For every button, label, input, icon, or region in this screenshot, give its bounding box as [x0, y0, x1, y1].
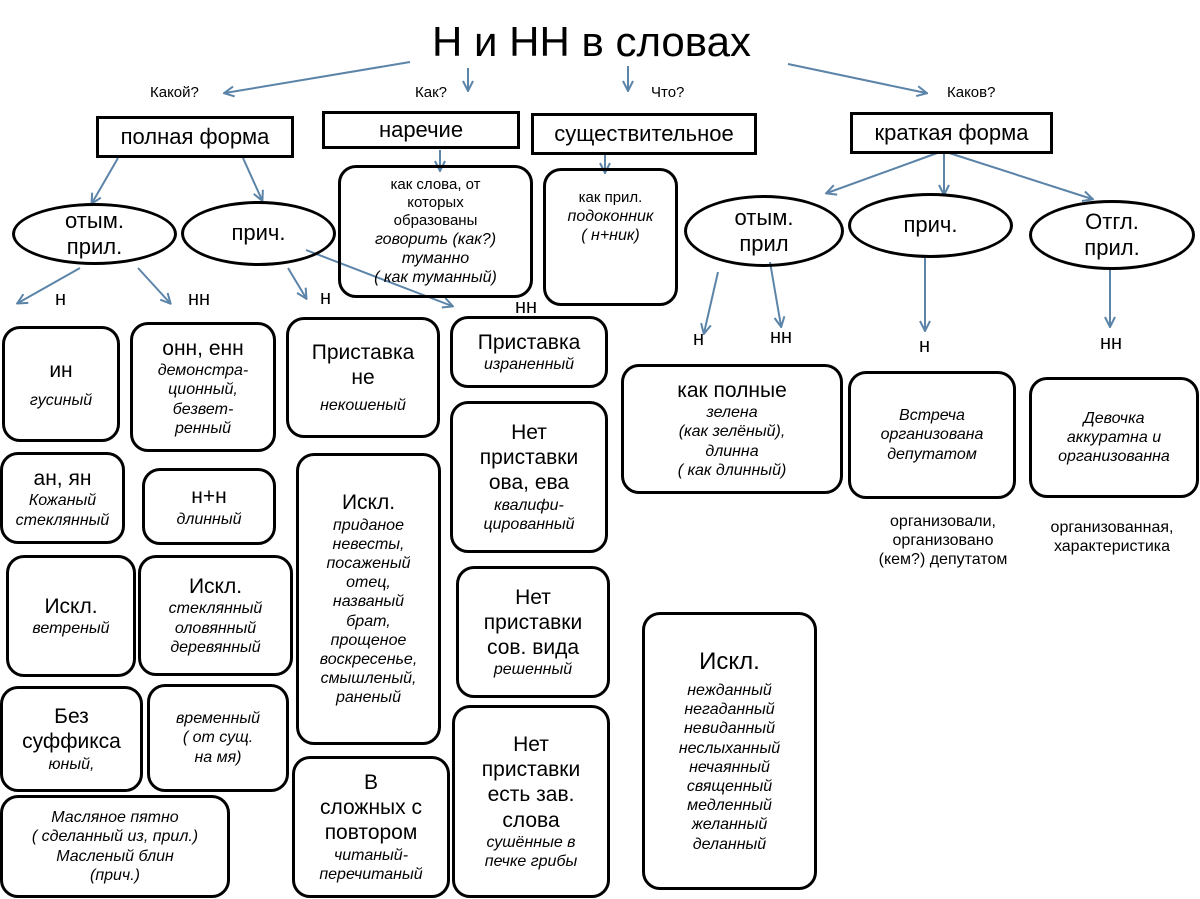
adverb-box: наречие	[322, 111, 520, 149]
letter-nn-4: нн	[1100, 332, 1123, 354]
question-chto: Что?	[651, 84, 685, 101]
arrow-full-prich	[242, 157, 262, 200]
suffix-onn-enn-box: онн, енн демонстра-ционный,безвет-ренный	[130, 322, 276, 452]
arrow-otym-short-n	[704, 271, 719, 333]
letter-n-3: н	[693, 328, 705, 350]
arrow-otym-n	[18, 267, 81, 303]
adverb-rule-box: как слова, от которых образованы говорит…	[338, 165, 533, 298]
otgl-short-ellipse: Отгл.прил.	[1029, 200, 1195, 270]
letter-n-1: н	[55, 288, 67, 310]
question-kak: Как?	[415, 84, 447, 101]
question-kakoy: Какой?	[150, 84, 199, 101]
diagram-title: Н и НН в словах	[432, 18, 751, 65]
noun-rule-box: как прил. подоконник ( н+ник)	[543, 168, 678, 306]
letter-nn-1: нн	[188, 288, 211, 310]
letter-n-2: н	[320, 287, 332, 309]
arrow-prich-n	[287, 267, 306, 298]
exception-windy-box: Искл.ветреный	[6, 555, 136, 677]
question-kakov: Каков?	[947, 84, 996, 101]
otym-short-ellipse: отым.прил	[684, 195, 844, 267]
noun-box: существительное	[531, 113, 757, 155]
arrow-short-otym	[827, 151, 941, 193]
arrow-otym-nn	[137, 267, 170, 303]
letter-nn-3: нн	[770, 326, 793, 348]
otym-full-ellipse: отым.прил.	[12, 203, 177, 265]
prich-short-ellipse: прич.	[848, 193, 1013, 258]
arrow-short-otgl	[945, 151, 1092, 199]
arrow-title-kakov	[787, 63, 926, 93]
full-form-box: полная форма	[96, 116, 294, 158]
letter-n-4: н	[919, 335, 931, 357]
adjective-note: организованная,характеристика	[1050, 519, 1174, 556]
oil-example-box: Масляное пятно( сделанный из, прил.)Масл…	[0, 795, 230, 898]
arrow-otym-short-nn	[769, 261, 781, 326]
arrow-full-otym	[92, 157, 119, 203]
prich-full-ellipse: прич.	[181, 201, 336, 266]
participle-note: организовали,организовано(кем?) депутато…	[878, 513, 1008, 569]
letter-nn-2: нн	[515, 296, 538, 318]
arrow-title-kakoy	[225, 61, 411, 93]
short-form-box: краткая форма	[850, 112, 1053, 154]
temporary-box: временный( от сущ.на мя)	[147, 684, 289, 792]
